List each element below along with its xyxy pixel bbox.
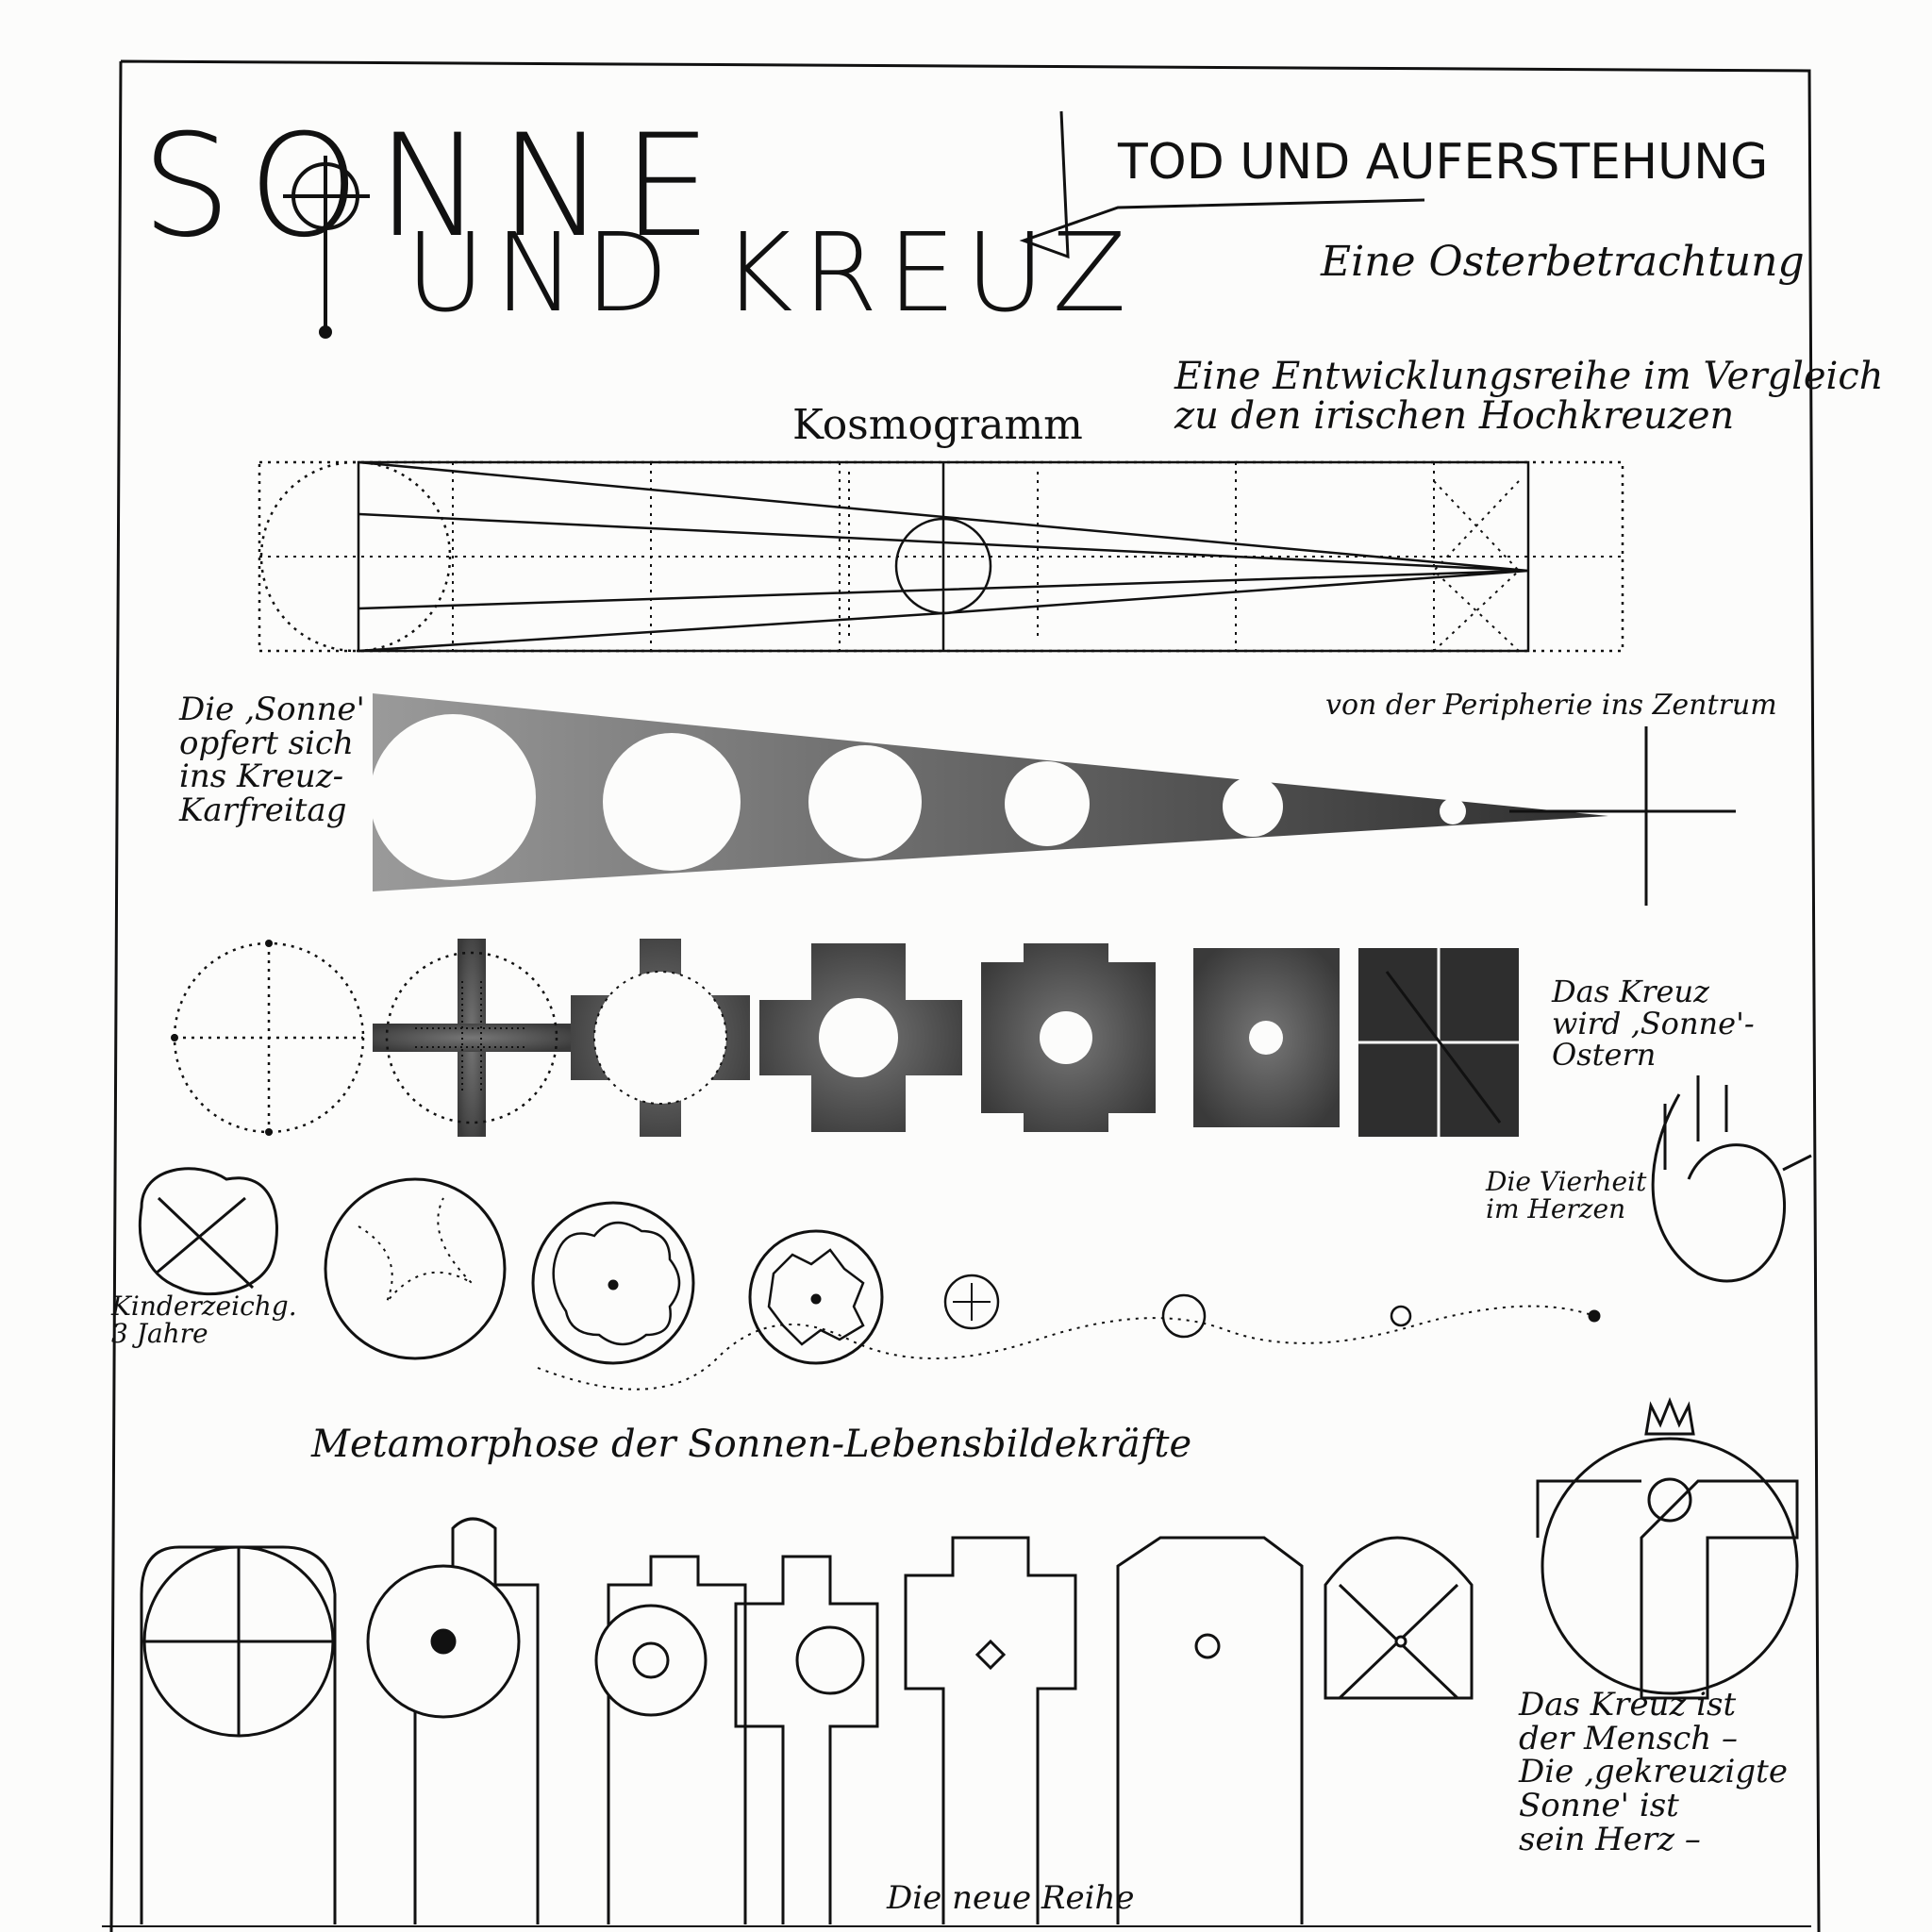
cross-sun-text: Das Kreuz wird ‚Sonne'- Ostern bbox=[1552, 974, 1755, 1074]
cross-sun-series bbox=[171, 939, 1519, 1137]
kosmogramm-figure bbox=[258, 460, 1624, 653]
sacrifice-wedge bbox=[370, 693, 1736, 906]
periphery-text: von der Peripherie ins Zentrum bbox=[1325, 689, 1777, 722]
new-series-caption: Die neue Reihe bbox=[887, 1879, 1135, 1917]
page-frame bbox=[109, 59, 1821, 1932]
title-flourish bbox=[1019, 110, 1425, 259]
child-drawing-text: Kinderzeichg. 3 Jahre bbox=[111, 1291, 297, 1350]
tagline: Eine Osterbetrachtung bbox=[1321, 238, 1805, 286]
title-line2: UND KREUZ bbox=[406, 210, 1137, 337]
kosmogramm-note: Eine Entwicklungsreihe im Vergleich zu d… bbox=[1174, 355, 1884, 438]
new-series-text: Das Kreuz ist der Mensch – Die ‚gekreuzi… bbox=[1519, 1686, 1788, 1858]
subtitle: TOD UND AUFERSTEHUNG bbox=[1118, 134, 1769, 191]
heart-text: Die Vierheit im Herzen bbox=[1486, 1166, 1647, 1225]
title-line1: SONNE bbox=[142, 105, 729, 269]
metamorphose-caption: Metamorphose der Sonnen-Lebensbildekräft… bbox=[311, 1423, 1192, 1466]
metamorphose-row bbox=[138, 1167, 1601, 1391]
new-series-row bbox=[140, 1396, 1799, 1924]
sun-cross-emblem bbox=[283, 156, 370, 339]
heart-figure bbox=[1651, 1075, 1812, 1283]
kosmogramm-label: Kosmogramm bbox=[792, 401, 1083, 449]
sacrifice-text: Die ‚Sonne' opfert sich ins Kreuz- Karfr… bbox=[179, 691, 365, 830]
